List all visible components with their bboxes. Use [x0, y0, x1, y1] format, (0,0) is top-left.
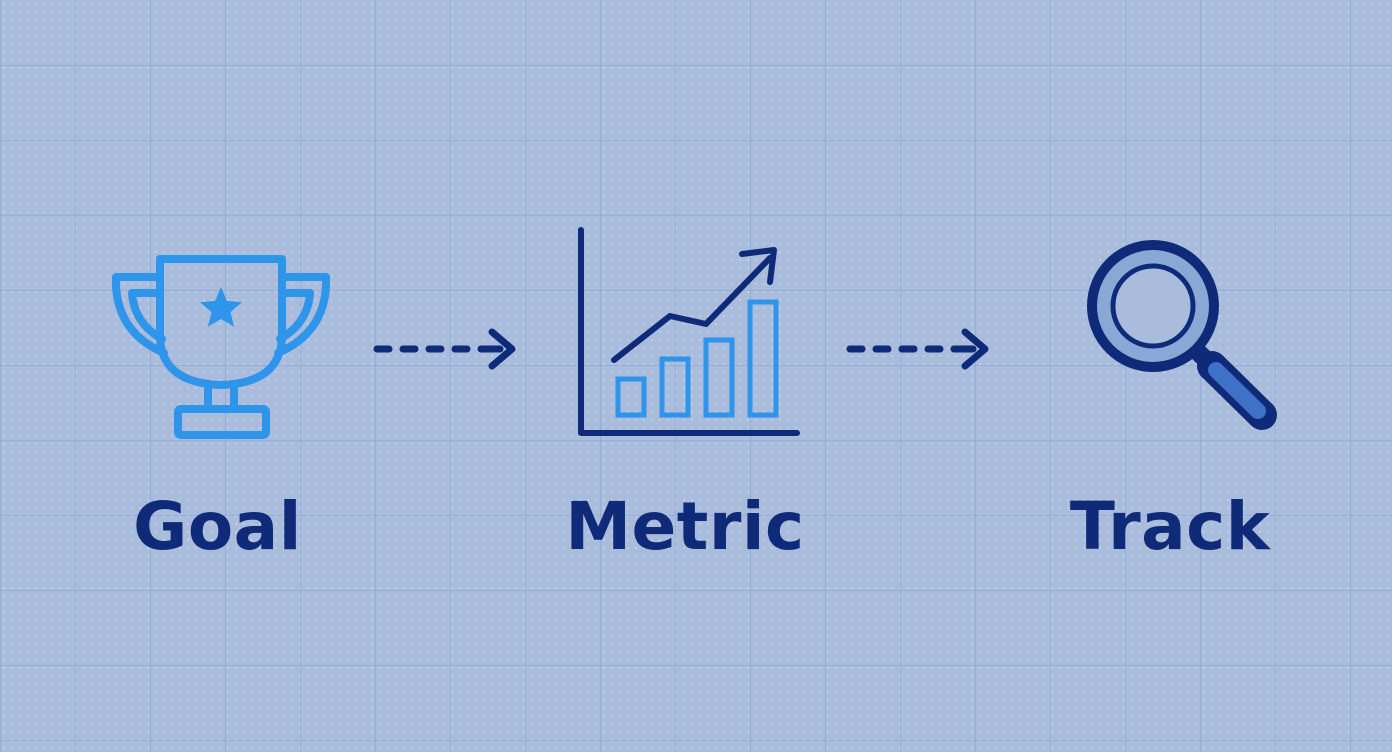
trophy-icon [111, 255, 331, 439]
step-label-track: Track [1069, 488, 1271, 565]
step-label-goal: Goal [133, 488, 302, 565]
dashed-arrow-icon [373, 328, 516, 370]
dashed-arrow-icon [846, 328, 989, 370]
step-label-metric: Metric [565, 488, 805, 565]
growth-chart-icon [578, 227, 800, 436]
magnifying-glass-icon [1087, 240, 1277, 430]
